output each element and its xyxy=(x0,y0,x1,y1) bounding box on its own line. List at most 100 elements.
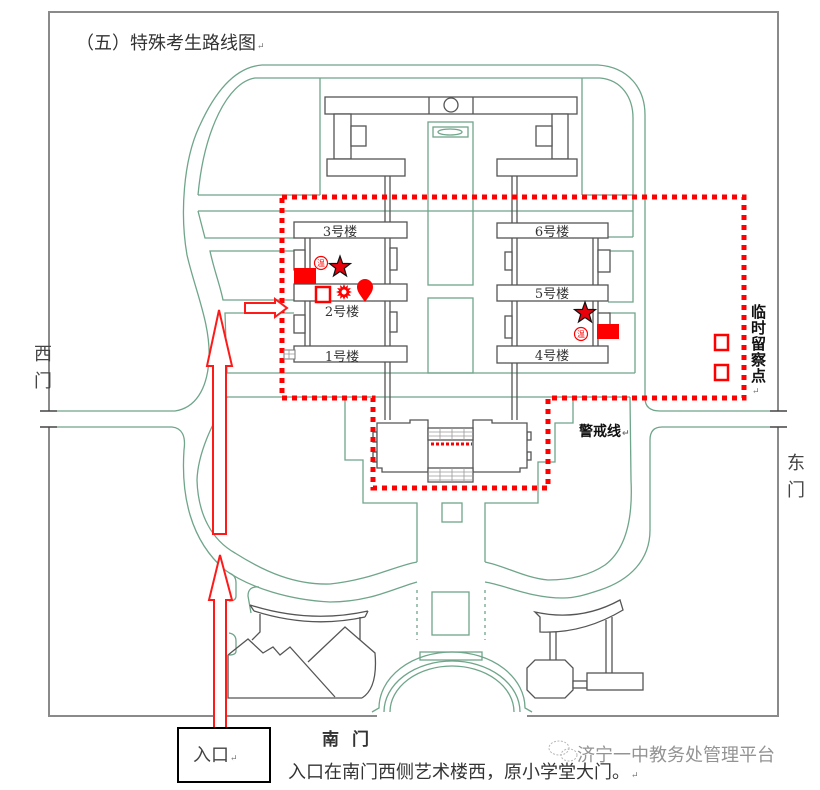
gatehouse-plot-right xyxy=(484,397,574,562)
burst-icon xyxy=(336,284,352,300)
building-2-label: 2号楼 xyxy=(325,305,359,320)
east-teaching-complex: 6号楼 5号楼 4号楼 xyxy=(496,222,611,364)
south-gate-label: 南门 xyxy=(322,730,382,750)
stairs-hatch xyxy=(428,428,473,440)
west-gate-label: 西门 xyxy=(31,344,52,398)
north-west-annex xyxy=(350,125,367,147)
art-building-roof xyxy=(249,604,369,623)
wall-bump xyxy=(293,314,306,334)
cordon-line-boundary xyxy=(279,194,747,491)
temperature-label: 温 xyxy=(577,330,585,339)
wechat-icon xyxy=(548,740,578,762)
north-east-wing xyxy=(551,113,569,160)
gatehouse-plot-left xyxy=(344,397,418,562)
temperature-check-icon: 温 xyxy=(313,255,329,271)
north-building-divider xyxy=(428,97,474,114)
left-block-1 xyxy=(197,210,294,239)
gatehouse-stairs-north xyxy=(427,427,474,441)
mountain-small xyxy=(227,638,336,698)
temperature-check-icon: 温 xyxy=(573,326,589,342)
wall-bump xyxy=(389,247,398,271)
star-icon xyxy=(572,300,598,324)
wall-bump xyxy=(504,251,513,271)
hollow-red-square-icon xyxy=(713,333,730,352)
north-building xyxy=(324,96,578,177)
gatehouse-stairs-south xyxy=(427,467,474,483)
building-6-label: 6号楼 xyxy=(535,225,569,240)
mountain-large xyxy=(307,626,377,699)
return-mark: ↵ xyxy=(622,429,630,439)
stairs-hatch xyxy=(428,468,473,482)
cordon-line-label: 警戒线↵ xyxy=(579,421,630,441)
pavilion-octagon xyxy=(526,659,574,699)
entrance-text: 入口 xyxy=(193,745,229,766)
return-mark: ↵ xyxy=(257,42,265,52)
wall-bump xyxy=(504,315,513,339)
return-mark: ↵ xyxy=(752,387,760,397)
north-west-base xyxy=(326,158,406,177)
star-icon xyxy=(327,254,353,278)
road-network xyxy=(57,64,770,656)
ring-road-inner-lower-left xyxy=(196,396,418,585)
return-mark: ↵ xyxy=(631,771,639,781)
left-block-2 xyxy=(209,250,300,301)
wall-bump xyxy=(293,249,306,271)
right-block-3 xyxy=(608,312,636,373)
arch-top xyxy=(419,651,483,661)
route-arrows xyxy=(205,297,289,729)
ring-road-inner-upper xyxy=(197,77,634,237)
filled-red-square-icon xyxy=(294,268,316,284)
gatehouse-east-block xyxy=(472,419,528,473)
entrance-caption-text: 入口在南门西侧艺术楼西，原小学堂大门。 xyxy=(288,762,630,783)
watermark: 济宁一中教务处管理平台 xyxy=(577,745,775,766)
cordon-line-text: 警戒线 xyxy=(579,424,621,440)
north-building-dome xyxy=(443,97,459,113)
temporary-observation-point-label: 临时留察点 xyxy=(749,304,767,384)
pavilion-columns xyxy=(549,617,613,673)
right-block-2 xyxy=(608,250,634,303)
page-title: （五）特殊考生路线图↵ xyxy=(76,29,265,55)
wall-bump xyxy=(389,311,398,333)
route-arrow-icon xyxy=(205,309,234,535)
entrance-caption: 入口在南门西侧艺术楼西，原小学堂大门。↵ xyxy=(288,758,639,784)
north-east-base xyxy=(496,158,578,177)
map-frame xyxy=(40,11,787,717)
south-axis-dashed xyxy=(416,590,486,640)
ring-road-inner-lower-right xyxy=(484,396,632,581)
ring-road-outer-upper xyxy=(57,64,770,412)
fountain xyxy=(437,128,463,136)
arch-middle xyxy=(383,660,521,713)
building-1-label: 1号楼 xyxy=(325,350,359,365)
top-courtyard-edges xyxy=(198,78,633,196)
route-arrow-icon xyxy=(207,554,234,729)
wall-bump xyxy=(597,249,611,273)
pavilion-hall xyxy=(586,672,644,691)
hollow-red-square-icon xyxy=(314,285,332,304)
return-mark: ↵ xyxy=(230,754,238,764)
hollow-red-square-icon xyxy=(713,363,730,382)
pavilion-connector xyxy=(572,680,588,689)
temperature-label: 温 xyxy=(317,259,325,268)
building-5-label: 5号楼 xyxy=(535,287,569,302)
east-gate-tick xyxy=(770,410,787,428)
filled-red-square-icon xyxy=(597,324,619,339)
plaza-square xyxy=(431,591,470,636)
map-markers: 温 温 xyxy=(283,254,730,382)
art-building-walls xyxy=(251,614,361,641)
page-title-text: （五）特殊考生路线图 xyxy=(76,33,256,54)
art-building-base xyxy=(227,655,362,699)
ring-road-outer-lower-right xyxy=(484,426,770,599)
north-west-wing xyxy=(333,113,352,160)
central-courtyard-upper xyxy=(427,121,474,286)
entrance-label: 入口↵ xyxy=(193,741,238,767)
west-gate-tick xyxy=(40,410,57,428)
fountain-frame xyxy=(432,126,469,138)
central-courtyard-lower xyxy=(427,297,474,374)
gatehouse-west-block xyxy=(376,419,429,473)
south-gate-arch xyxy=(371,651,533,713)
north-east-annex xyxy=(535,125,553,147)
small-plaza-square xyxy=(441,502,463,523)
entrance-box xyxy=(177,727,271,783)
building-6 xyxy=(496,222,609,239)
